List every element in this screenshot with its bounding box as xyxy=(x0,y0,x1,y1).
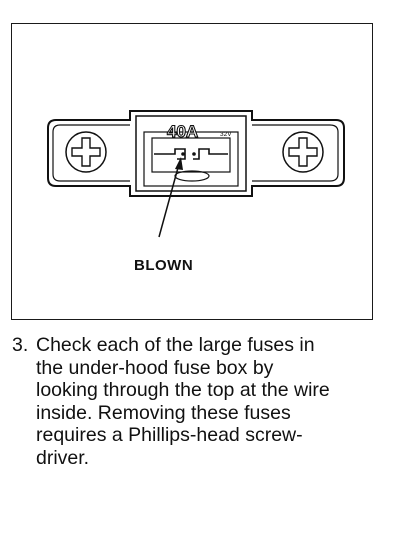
fuse-tab-inner-outline xyxy=(60,124,330,182)
step-text-line: Check each of the large fuses in xyxy=(36,334,315,356)
fuse-voltage-label: 32V xyxy=(220,131,232,138)
right-phillips-screw xyxy=(282,131,324,173)
step-number: 3. xyxy=(12,334,29,356)
step-text-line: looking through the top at the wire xyxy=(36,379,330,401)
blown-fuse-element xyxy=(154,148,228,160)
step-text-line: driver. xyxy=(36,446,90,469)
fuse-element-gap-right xyxy=(192,152,196,156)
blown-fuse-illustration: 40A 32V xyxy=(47,110,345,238)
left-phillips-screw xyxy=(65,131,107,173)
fuse-window-outer xyxy=(143,131,239,187)
blown-callout-label: BLOWN xyxy=(134,257,194,274)
fuse-body-outline xyxy=(47,110,345,197)
fuse-housing xyxy=(135,115,247,192)
step-text-line: the under-hood fuse box by xyxy=(36,356,274,379)
fuse-element-gap-left xyxy=(181,152,185,156)
fuse-window-inner xyxy=(151,137,231,173)
fuse-left-tab-edge xyxy=(52,124,61,182)
step-text-line: inside. Removing these fuses xyxy=(36,401,291,424)
step-text-line: requires a Phillips-head screw- xyxy=(36,424,303,446)
fuse-illustration-frame: 40A 32V xyxy=(11,23,373,320)
callout-arrow xyxy=(158,157,183,238)
fuse-rating-label: 40A xyxy=(167,122,198,141)
fuse-right-tab-edge xyxy=(329,124,339,182)
